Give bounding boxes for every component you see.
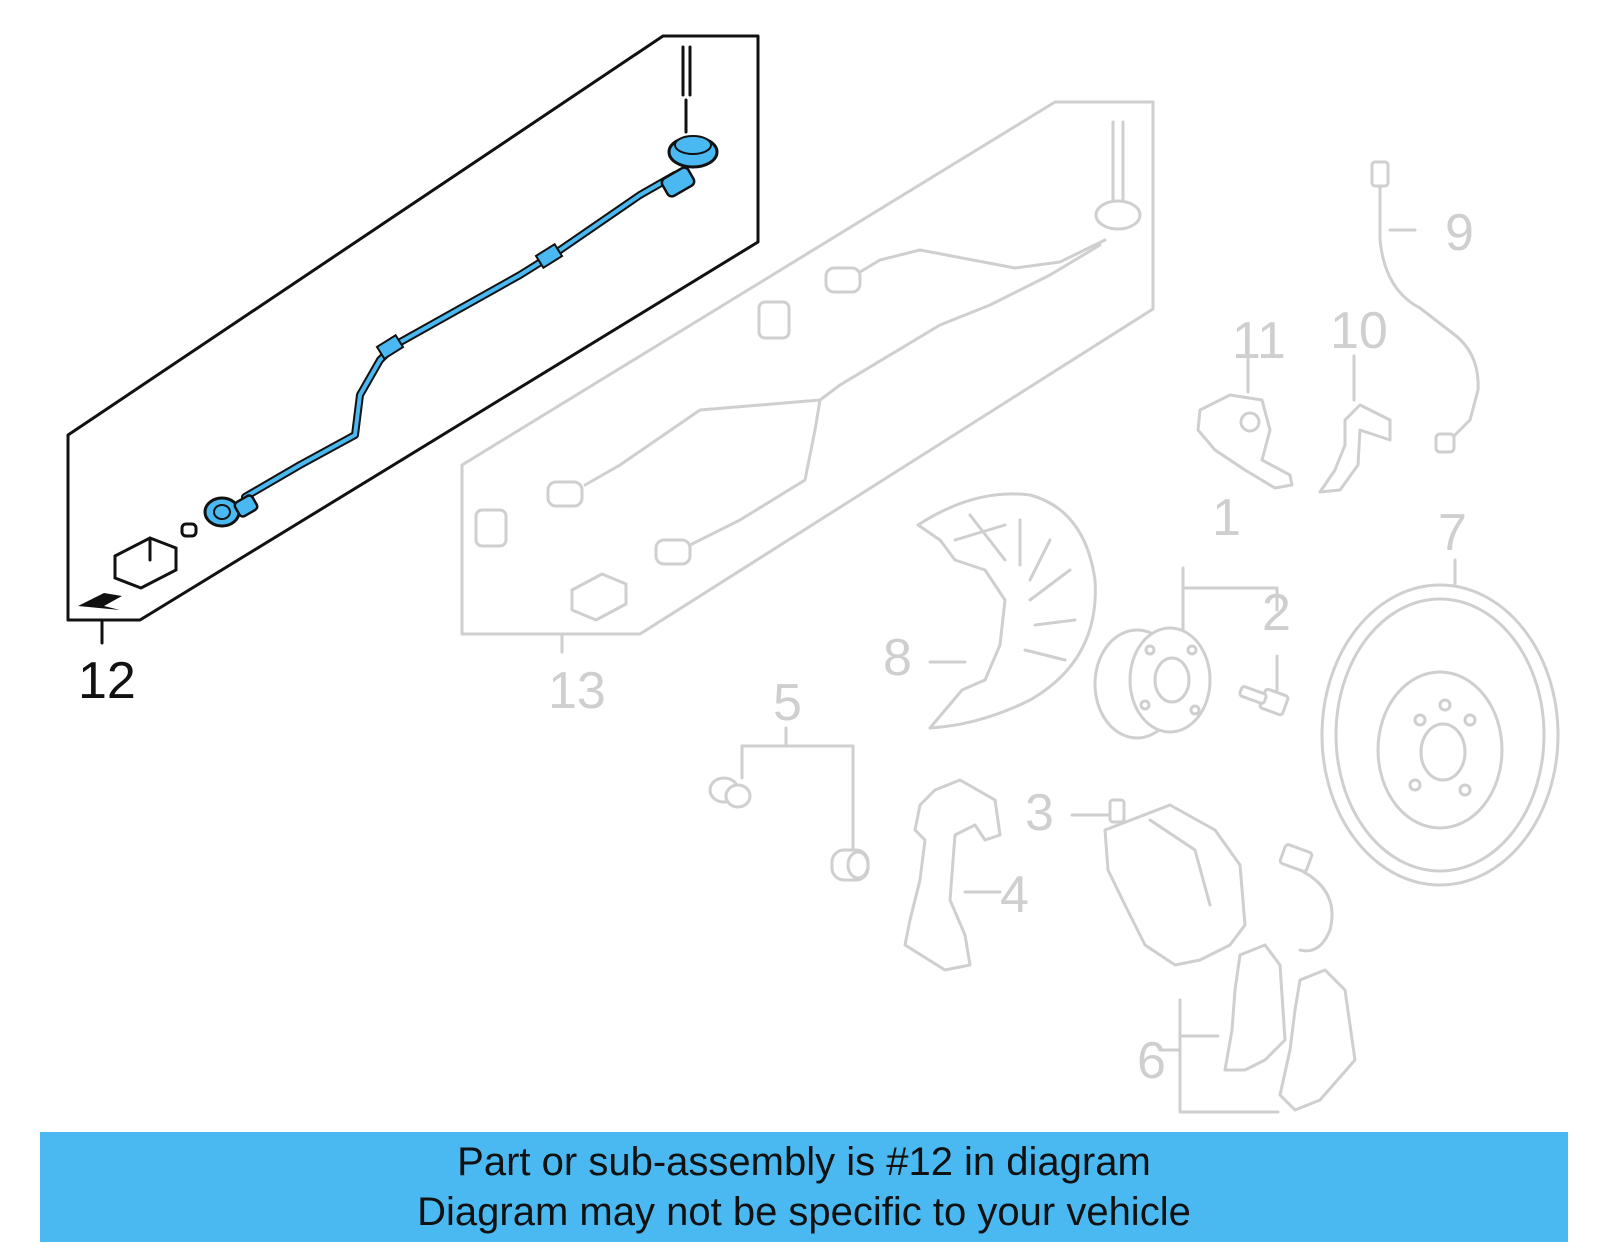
part-11-speed-sensor[interactable] [1196, 354, 1294, 490]
caption-line-2: Diagram may not be specific to your vehi… [417, 1190, 1191, 1234]
part-8-splash-shield[interactable] [916, 492, 1097, 730]
part-9-brake-hose[interactable] [1370, 160, 1480, 454]
callout-3[interactable]: 3 [1025, 784, 1054, 842]
caption-line-1: Part or sub-assembly is #12 in diagram [457, 1140, 1151, 1184]
callout-10[interactable]: 10 [1330, 302, 1388, 360]
callout-9[interactable]: 9 [1445, 204, 1474, 262]
part-5-guide-pins[interactable] [708, 726, 870, 882]
caption-banner: Part or sub-assembly is #12 in diagram D… [40, 1132, 1568, 1242]
part-3-caliper[interactable] [1070, 798, 1247, 967]
part-12-abs-sensor-wire[interactable] [66, 34, 760, 645]
part-13-sensor-harness[interactable] [460, 100, 1155, 654]
callout-11[interactable]: 11 [1232, 312, 1286, 370]
part-1-wheel-hub[interactable] [1093, 566, 1279, 740]
part-7-brake-rotor[interactable] [1320, 558, 1560, 887]
callout-7[interactable]: 7 [1438, 504, 1467, 562]
callout-5[interactable]: 5 [773, 674, 802, 732]
callout-13[interactable]: 13 [548, 662, 606, 720]
callout-8[interactable]: 8 [883, 629, 912, 687]
callout-12[interactable]: 12 [78, 652, 136, 710]
part-4-caliper-bracket[interactable] [903, 778, 1002, 972]
callout-4[interactable]: 4 [1000, 866, 1029, 924]
callout-2[interactable]: 2 [1262, 584, 1291, 642]
part-6-brake-pads[interactable] [1158, 843, 1357, 1114]
callout-1[interactable]: 1 [1212, 489, 1241, 547]
part-2-hub-bolt[interactable] [1238, 654, 1290, 717]
part-10-bracket[interactable] [1318, 354, 1392, 494]
callout-6[interactable]: 6 [1137, 1032, 1166, 1090]
